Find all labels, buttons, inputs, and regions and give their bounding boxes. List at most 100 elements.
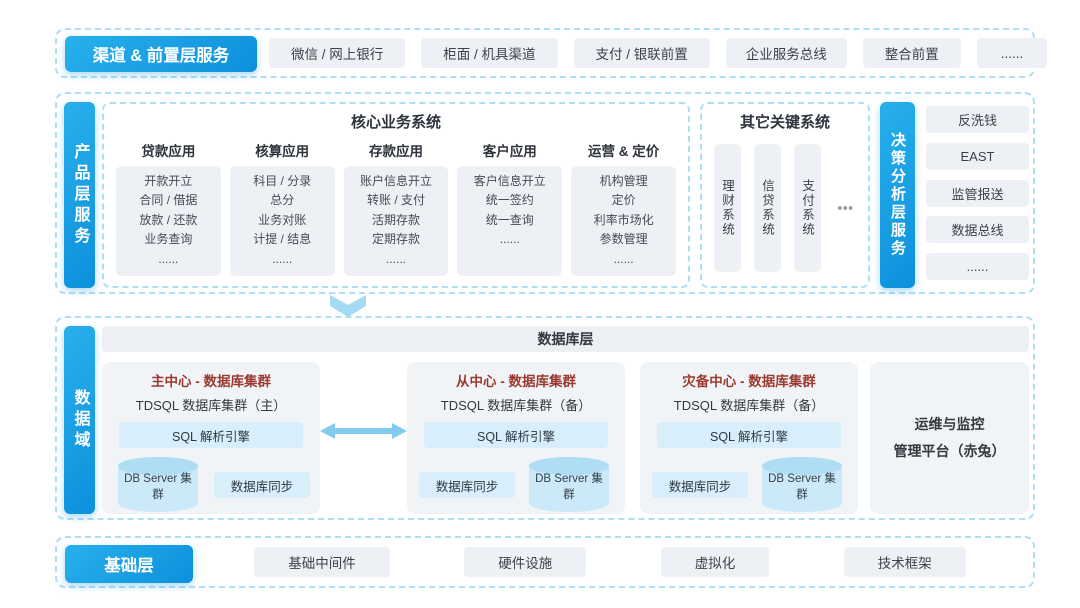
core-item: ...... (613, 251, 634, 266)
core-column-items: 机构管理 定价 利率市场化 参数管理 ...... (571, 166, 676, 276)
core-column: 存款应用 账户信息开立 转账 / 支付 活期存款 定期存款 ...... (343, 140, 449, 276)
channel-item: 柜面 / 机具渠道 (421, 38, 558, 68)
base-items-row: 基础中间件 硬件设施 虚拟化 技术框架 (217, 538, 1003, 586)
ops-platform-box: 运维与监控 管理平台（赤兔） (870, 362, 1029, 514)
db-sync-box: 数据库同步 (214, 472, 310, 498)
channel-layer-section: 渠道 & 前置层服务 微信 / 网上银行 柜面 / 机具渠道 支付 / 银联前置… (55, 28, 1048, 78)
core-column-items: 科目 / 分录 总分 业务对账 计提 / 结息 ...... (229, 166, 335, 276)
db-server-cylinder: DB Server 集群 (758, 456, 846, 514)
core-item: 业务对账 (258, 212, 307, 227)
db-cluster-secondary: 从中心 - 数据库集群 TDSQL 数据库集群（备） SQL 解析引擎 数据库同… (407, 362, 625, 514)
core-item: 业务查询 (144, 232, 193, 247)
core-columns: 贷款应用 开款开立 合同 / 借据 放款 / 还款 业务查询 ...... 核算… (116, 140, 676, 276)
db-server-cylinder: DB Server 集群 (114, 456, 202, 514)
core-column-header: 存款应用 (368, 144, 423, 159)
cluster-title: 从中心 - 数据库集群 (456, 374, 576, 389)
cluster-title: 灾备中心 - 数据库集群 (682, 374, 816, 389)
core-system-title: 核心业务系统 (350, 114, 441, 131)
core-item: 计提 / 结息 (253, 232, 312, 247)
db-server-cylinder: DB Server 集群 (525, 456, 613, 514)
cluster-title: 主中心 - 数据库集群 (151, 374, 271, 389)
vertical-ellipsis: ⋮ (835, 199, 855, 217)
base-item: 技术框架 (843, 547, 966, 577)
database-cylinder-icon (529, 457, 609, 512)
channel-item: ...... (976, 38, 1048, 68)
core-item: 利率市场化 (593, 212, 654, 227)
base-layer-section: 基础层 基础中间件 硬件设施 虚拟化 技术框架 (55, 536, 1035, 588)
base-item: 硬件设施 (464, 547, 587, 577)
channel-item: 企业服务总线 (725, 38, 847, 68)
core-column-header: 客户应用 (482, 144, 537, 159)
decision-items: 反洗钱 EAST 监管报送 数据总线 ...... (926, 106, 1029, 280)
cluster-subtitle: TDSQL 数据库集群（备） (673, 398, 825, 413)
core-column: 核算应用 科目 / 分录 总分 业务对账 计提 / 结息 ...... (229, 140, 335, 276)
db-cluster-primary: 主中心 - 数据库集群 TDSQL 数据库集群（主） SQL 解析引擎 DB S… (102, 362, 320, 514)
db-sync-box: 数据库同步 (419, 472, 515, 498)
core-item: 开款开立 (144, 174, 193, 188)
core-item: 合同 / 借据 (139, 193, 198, 208)
core-column: 贷款应用 开款开立 合同 / 借据 放款 / 还款 业务查询 ...... (116, 140, 221, 276)
other-systems-panel: 其它关键系统 理财系统 信贷系统 支付系统 ⋮ (700, 102, 870, 288)
base-layer-label: 基础层 (65, 545, 193, 583)
core-item: 参数管理 (599, 232, 648, 247)
channel-items-row: 微信 / 网上银行 柜面 / 机具渠道 支付 / 银联前置 企业服务总线 整合前… (269, 30, 1048, 76)
db-sync-box: 数据库同步 (652, 472, 748, 498)
data-domain-label: 数据域 (64, 326, 95, 514)
cluster-bottom-row: DB Server 集群 数据库同步 (102, 454, 320, 518)
product-layer-section: 产品层服务 核心业务系统 贷款应用 开款开立 合同 / 借据 放款 / 还款 业… (55, 92, 1035, 294)
core-item: 总分 (270, 193, 295, 208)
ops-platform-line2: 管理平台（赤兔） (893, 443, 1006, 459)
database-cylinder-icon (762, 457, 842, 512)
product-layer-label: 产品层服务 (64, 102, 95, 288)
core-column-items: 账户信息开立 转账 / 支付 活期存款 定期存款 ...... (343, 166, 449, 276)
core-item: 账户信息开立 (359, 174, 432, 188)
cluster-subtitle: TDSQL 数据库集群（主） (135, 398, 287, 413)
channel-item: 微信 / 网上银行 (269, 38, 406, 68)
channel-layer-label: 渠道 & 前置层服务 (65, 36, 257, 72)
decision-item: EAST (926, 142, 1029, 170)
core-item: 放款 / 还款 (139, 212, 198, 227)
decision-item: 反洗钱 (926, 106, 1029, 133)
channel-item: 支付 / 银联前置 (573, 38, 710, 68)
channel-item: 整合前置 (862, 38, 961, 68)
core-item: 统一查询 (485, 212, 534, 227)
sql-engine-box: SQL 解析引擎 (424, 422, 608, 448)
core-column-header: 核算应用 (255, 144, 310, 159)
bidirectional-arrow-icon (320, 423, 407, 439)
core-column-header: 运营 & 定价 (587, 144, 660, 159)
cluster-bottom-row: 数据库同步 DB Server 集群 (640, 454, 858, 518)
core-item: 客户信息开立 (473, 174, 546, 188)
core-item: 统一签约 (485, 193, 534, 208)
database-cylinder-icon (118, 457, 198, 512)
core-item: 定期存款 (371, 232, 420, 247)
core-item: 定价 (611, 193, 636, 208)
core-item: ...... (272, 251, 293, 266)
core-item: ...... (385, 251, 406, 266)
core-column-items: 开款开立 合同 / 借据 放款 / 还款 业务查询 ...... (116, 166, 221, 276)
core-item: 活期存款 (371, 212, 420, 227)
vertical-system-item: 支付系统 (794, 144, 821, 272)
decision-item: ...... (926, 253, 1029, 280)
core-system-panel: 核心业务系统 贷款应用 开款开立 合同 / 借据 放款 / 还款 业务查询 ..… (102, 102, 690, 288)
db-server-label: DB Server 集群 (124, 473, 192, 501)
other-systems-items: 理财系统 信贷系统 支付系统 ⋮ (702, 144, 868, 272)
decision-layer-label: 决策分析层服务 (880, 102, 915, 288)
db-server-label: DB Server 集群 (535, 473, 603, 501)
core-column-header: 贷款应用 (141, 144, 196, 159)
db-cluster-disaster-recovery: 灾备中心 - 数据库集群 TDSQL 数据库集群（备） SQL 解析引擎 数据库… (640, 362, 858, 514)
core-column: 客户应用 客户信息开立 统一签约 统一查询 ...... (457, 140, 563, 276)
data-domain-section: 数据域 数据库层 主中心 - 数据库集群 TDSQL 数据库集群（主） SQL … (55, 316, 1035, 520)
cluster-bottom-row: 数据库同步 DB Server 集群 (407, 454, 625, 518)
other-systems-title: 其它关键系统 (739, 114, 830, 131)
core-item: 转账 / 支付 (366, 193, 425, 208)
sql-engine-box: SQL 解析引擎 (657, 422, 841, 448)
core-item: ...... (158, 251, 179, 266)
core-item: 机构管理 (599, 174, 648, 188)
cluster-subtitle: TDSQL 数据库集群（备） (440, 398, 592, 413)
base-item: 虚拟化 (660, 547, 770, 577)
core-item: 科目 / 分录 (253, 174, 312, 188)
base-item: 基础中间件 (254, 547, 390, 577)
decision-item: 监管报送 (926, 179, 1029, 207)
core-column: 运营 & 定价 机构管理 定价 利率市场化 参数管理 ...... (571, 140, 676, 276)
